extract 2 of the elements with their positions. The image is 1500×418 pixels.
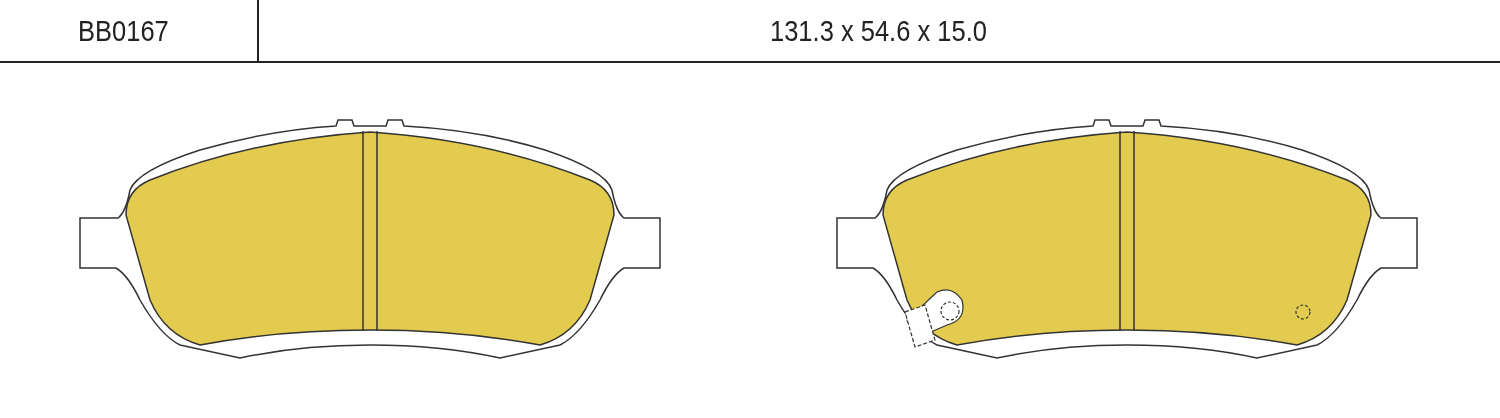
dimensions-text: 131.3 x 54.6 x 15.0 <box>770 14 987 48</box>
part-number: BB0167 <box>78 14 169 48</box>
